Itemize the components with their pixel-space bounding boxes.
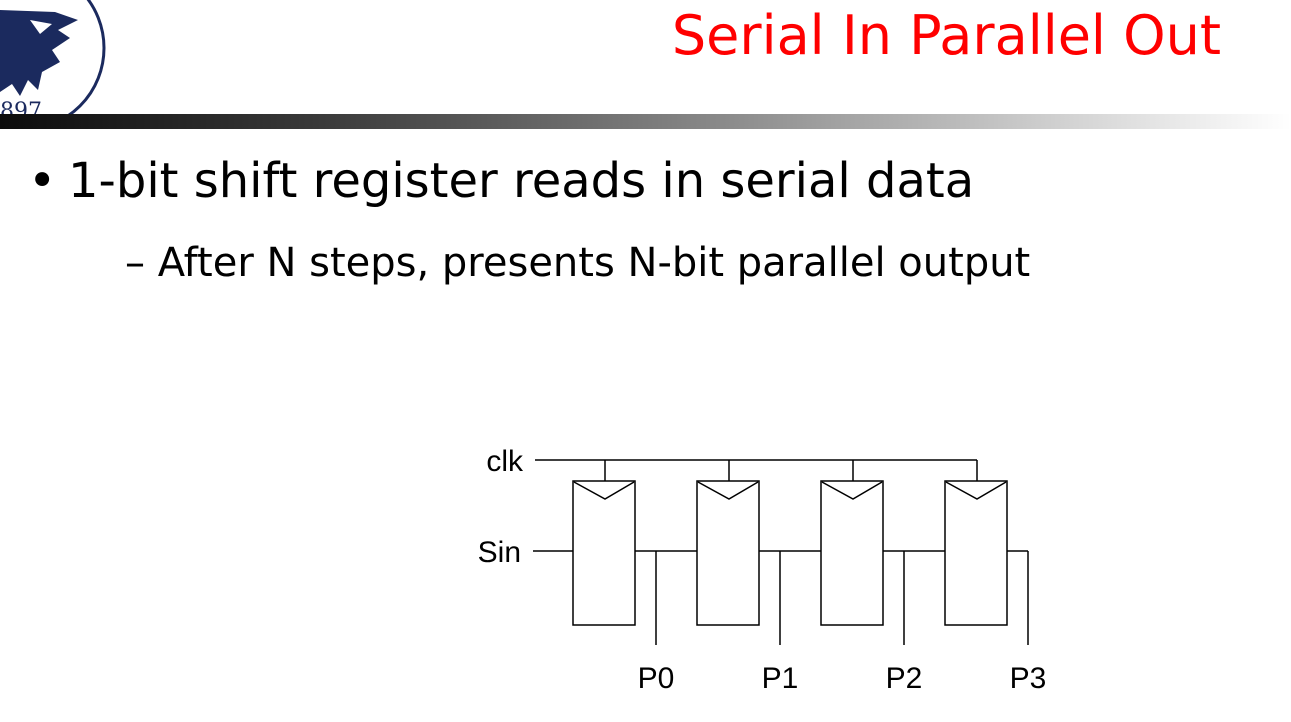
output-label-p0: P0	[638, 662, 675, 695]
bullet-marker: •	[28, 153, 57, 209]
flip-flop-3	[944, 480, 1008, 626]
output-label-p1: P1	[762, 662, 799, 695]
title-divider	[0, 114, 1291, 129]
sin-label: Sin	[478, 536, 521, 569]
flip-flop-2	[820, 480, 884, 626]
sub-bullet-point: – After N steps, presents N-bit parallel…	[125, 240, 1030, 286]
sub-bullet-marker: –	[125, 240, 145, 286]
bullet-point: •1-bit shift register reads in serial da…	[28, 153, 974, 209]
output-label-p2: P2	[886, 662, 923, 695]
sub-bullet-text: After N steps, presents N-bit parallel o…	[157, 240, 1031, 286]
clk-label: clk	[486, 445, 524, 478]
bullet-text: 1-bit shift register reads in serial dat…	[68, 153, 975, 209]
output-label-p3: P3	[1010, 662, 1047, 695]
flip-flop-1	[696, 480, 760, 626]
slide-title: Serial In Parallel Out	[671, 4, 1221, 67]
flip-flop-0	[572, 480, 636, 626]
